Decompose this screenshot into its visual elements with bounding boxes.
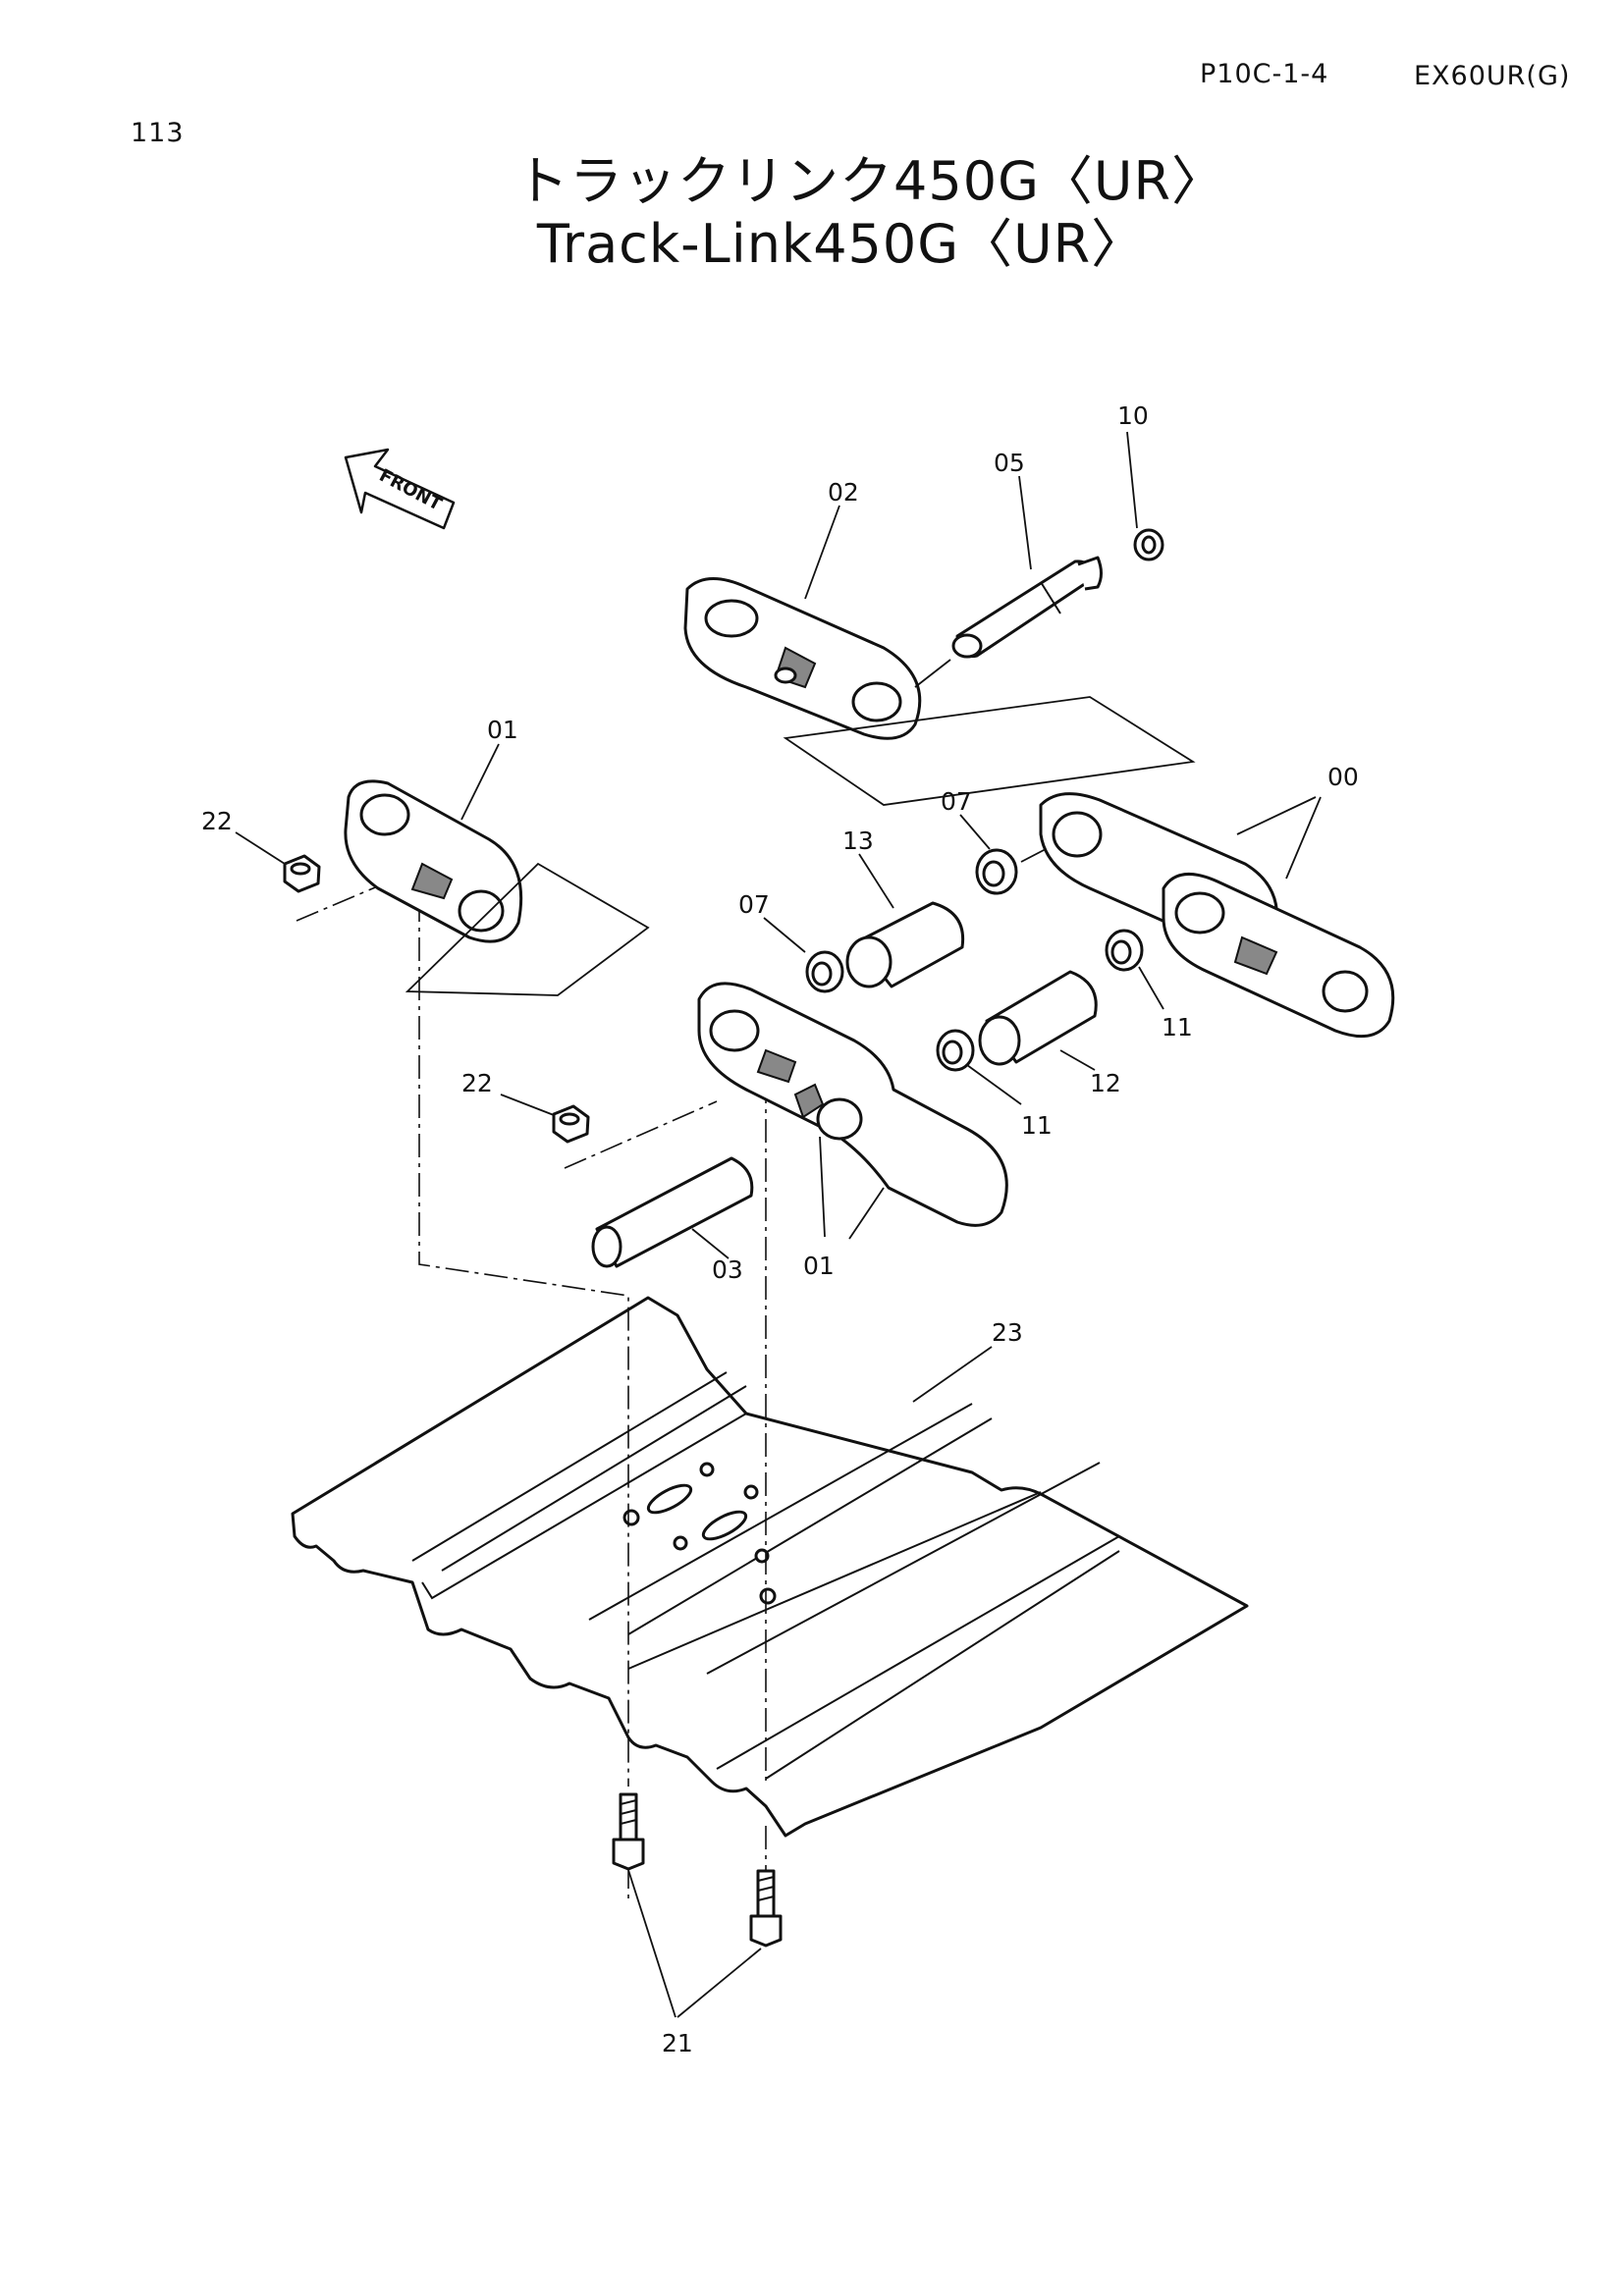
callout-05: 05 (994, 449, 1025, 477)
link-00-pair (1039, 792, 1395, 1039)
link-01-lower (697, 982, 1008, 1227)
seal-07-upper (975, 848, 1018, 895)
machine-model: EX60UR(G) (1414, 61, 1571, 91)
title-english: Track-Link450G〈UR〉 (536, 213, 1146, 275)
link-01-upper (344, 779, 523, 943)
callout-12: 12 (1090, 1069, 1121, 1097)
callout-21: 21 (662, 2029, 693, 2057)
callout-07-lower: 07 (738, 890, 770, 919)
nut-22-lower (552, 1104, 590, 1144)
callout-02: 02 (828, 478, 859, 507)
callout-22-lower: 22 (461, 1069, 493, 1097)
callout-00: 00 (1327, 763, 1359, 791)
callout-11-lower: 11 (1021, 1111, 1053, 1140)
callout-07-upper: 07 (941, 787, 972, 816)
link-02 (683, 577, 922, 740)
seal-07-lower (805, 950, 844, 993)
page-number: 113 (131, 118, 185, 148)
seal-11-right (1105, 929, 1144, 972)
pin-05 (951, 556, 1103, 659)
bolt-21-left (612, 1792, 645, 1871)
bolt-21-right (749, 1869, 783, 1948)
pin-03 (591, 1156, 754, 1268)
seal-11-lower (936, 1029, 975, 1072)
bushing-13 (845, 901, 965, 988)
callout-01-top: 01 (487, 716, 518, 744)
nut-22-upper (283, 854, 321, 893)
callout-10: 10 (1117, 401, 1149, 430)
drawing-code: P10C-1-4 (1200, 59, 1329, 89)
snap-ring-10 (1133, 528, 1164, 561)
callout-03: 03 (712, 1255, 743, 1284)
callout-13: 13 (842, 827, 874, 855)
title-japanese: トラックリンク450G〈UR〉 (515, 150, 1225, 212)
callout-23: 23 (992, 1318, 1023, 1347)
bushing-12 (978, 970, 1098, 1066)
callout-22-upper: 22 (201, 807, 233, 835)
callout-11-right: 11 (1162, 1013, 1193, 1041)
front-arrow-icon: FRONT (344, 448, 456, 530)
track-shoe-plate (291, 1296, 1249, 1838)
callout-01-bottom: 01 (803, 1252, 835, 1280)
